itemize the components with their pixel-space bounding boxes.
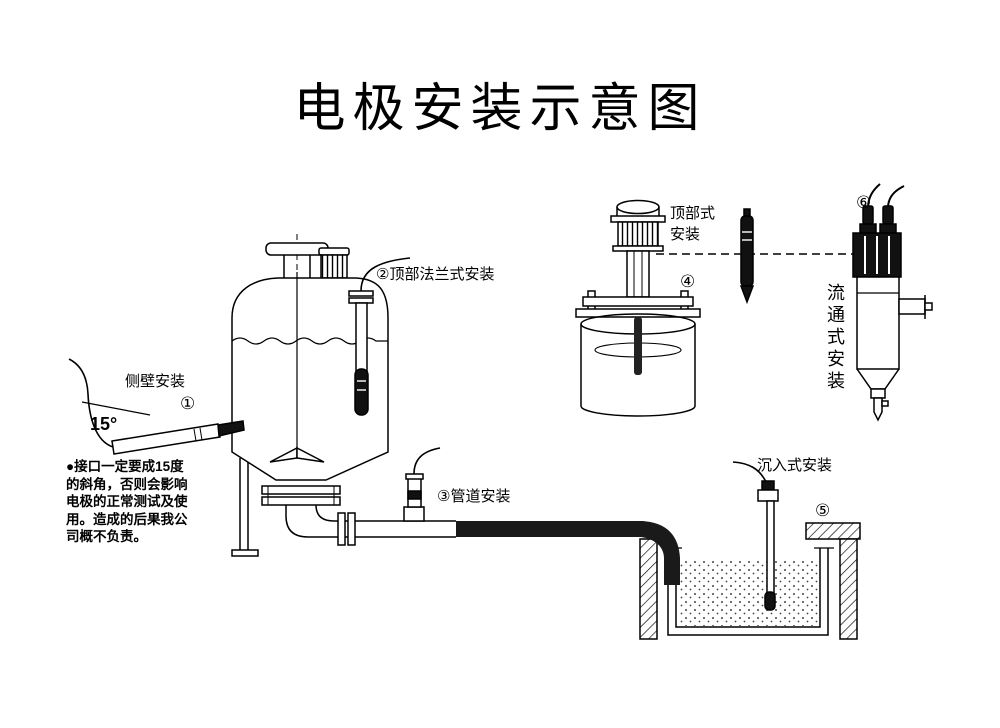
- warning-note: ●接口一定要成15度 的斜角，否则会影响 电极的正常测试及使 用。造成的后果我公…: [66, 459, 188, 544]
- label-side-wall-install: 侧壁安装: [125, 373, 186, 390]
- page-title: 电极安装示意图: [293, 81, 707, 138]
- submersion-electrode: [732, 461, 779, 611]
- label-top-type-install: 顶部式 安装: [670, 205, 716, 243]
- sump-pit: [639, 522, 861, 640]
- pipe-drop: [641, 521, 680, 585]
- side-wall-electrode: [68, 358, 245, 455]
- reference-electrode: [656, 208, 858, 305]
- label-submersion-install: 沉入式安装: [757, 457, 833, 474]
- label-pipeline-install: ③管道安装: [437, 488, 511, 505]
- badge-number-5: ⑤: [815, 501, 831, 520]
- label-15-degrees: 15°: [90, 414, 118, 434]
- liquid-dots: [678, 560, 818, 626]
- pipeline: [403, 447, 680, 585]
- badge-number-4: ④: [680, 272, 696, 291]
- ground-hatch-right: [839, 538, 858, 640]
- badge-number-6: ⑥: [856, 193, 872, 212]
- flow-cell: [852, 183, 933, 422]
- top-flange-electrode: [348, 257, 411, 416]
- ground-hatch-left: [639, 538, 658, 640]
- dark-pipe: [456, 521, 644, 537]
- angle-guide-line: [81, 401, 151, 416]
- label-flow-through-install: 流通式安装: [825, 283, 845, 393]
- top-mount-vessel: [575, 199, 701, 417]
- label-top-flange-install: ②顶部法兰式安装: [376, 266, 495, 283]
- ground-hatch-top: [805, 522, 861, 540]
- badge-number-1: ①: [180, 394, 196, 413]
